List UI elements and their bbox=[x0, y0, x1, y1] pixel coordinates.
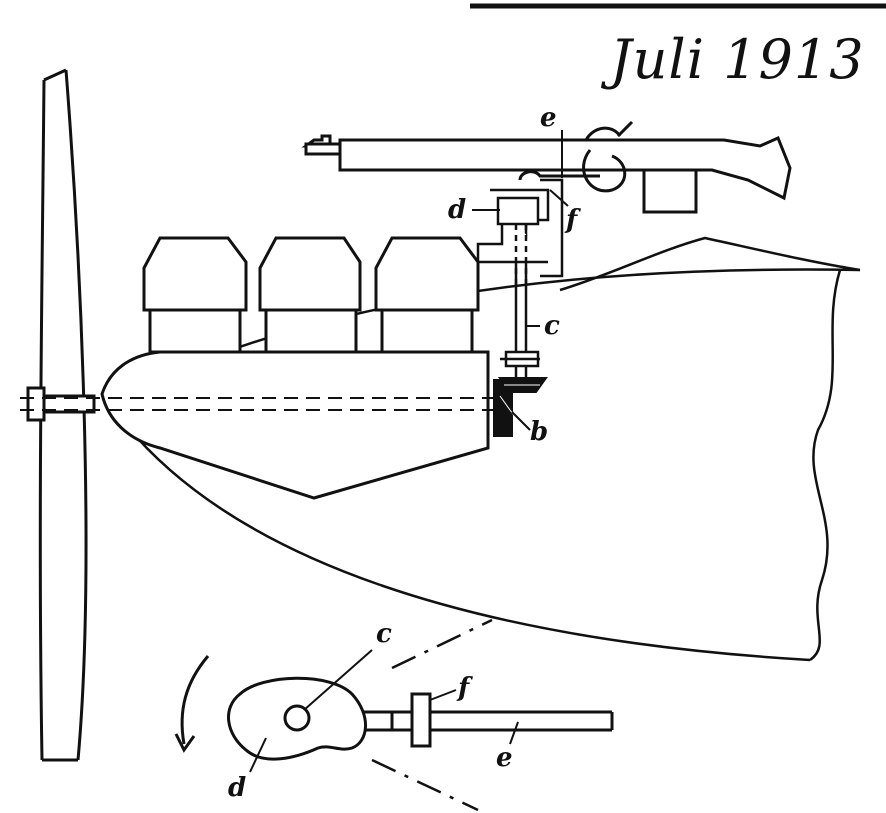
leader-f-top bbox=[549, 189, 569, 207]
rotation-arrow bbox=[180, 655, 210, 745]
label-b: b bbox=[530, 417, 548, 447]
machine-gun bbox=[301, 120, 792, 214]
mount-bracket bbox=[476, 178, 564, 290]
collar-f bbox=[410, 692, 432, 748]
cylinder-1 bbox=[142, 236, 248, 354]
label-c-bottom: c bbox=[376, 619, 392, 649]
diagram-title: Juli 1913 bbox=[600, 28, 865, 91]
leader-f-bottom bbox=[429, 689, 457, 701]
label-d-bottom: d bbox=[228, 773, 246, 803]
cam-dashdot-lines bbox=[371, 618, 493, 812]
bevel-gear-b bbox=[493, 377, 548, 437]
propeller bbox=[26, 68, 96, 762]
engine-block bbox=[100, 236, 490, 500]
magazine bbox=[642, 168, 698, 214]
cylinder-3 bbox=[374, 236, 480, 354]
leader-c-bottom bbox=[303, 649, 373, 711]
cam-housing-d bbox=[496, 196, 540, 226]
leader-d-bottom bbox=[249, 737, 267, 773]
leader-b bbox=[511, 411, 531, 431]
leader-e-bottom bbox=[509, 721, 519, 745]
cylinder-2 bbox=[258, 236, 362, 354]
label-e-bottom: e bbox=[496, 743, 513, 773]
label-f-top: f bbox=[564, 205, 581, 235]
label-e-top: e bbox=[540, 103, 557, 133]
label-d-top: d bbox=[448, 195, 466, 225]
label-c-top: c bbox=[544, 311, 560, 341]
cam-shaft-c bbox=[283, 704, 311, 732]
crankshaft-dashed bbox=[20, 397, 500, 411]
label-f-bottom: f bbox=[456, 673, 473, 703]
propeller-hub bbox=[26, 386, 46, 422]
cam-detail bbox=[174, 655, 614, 761]
